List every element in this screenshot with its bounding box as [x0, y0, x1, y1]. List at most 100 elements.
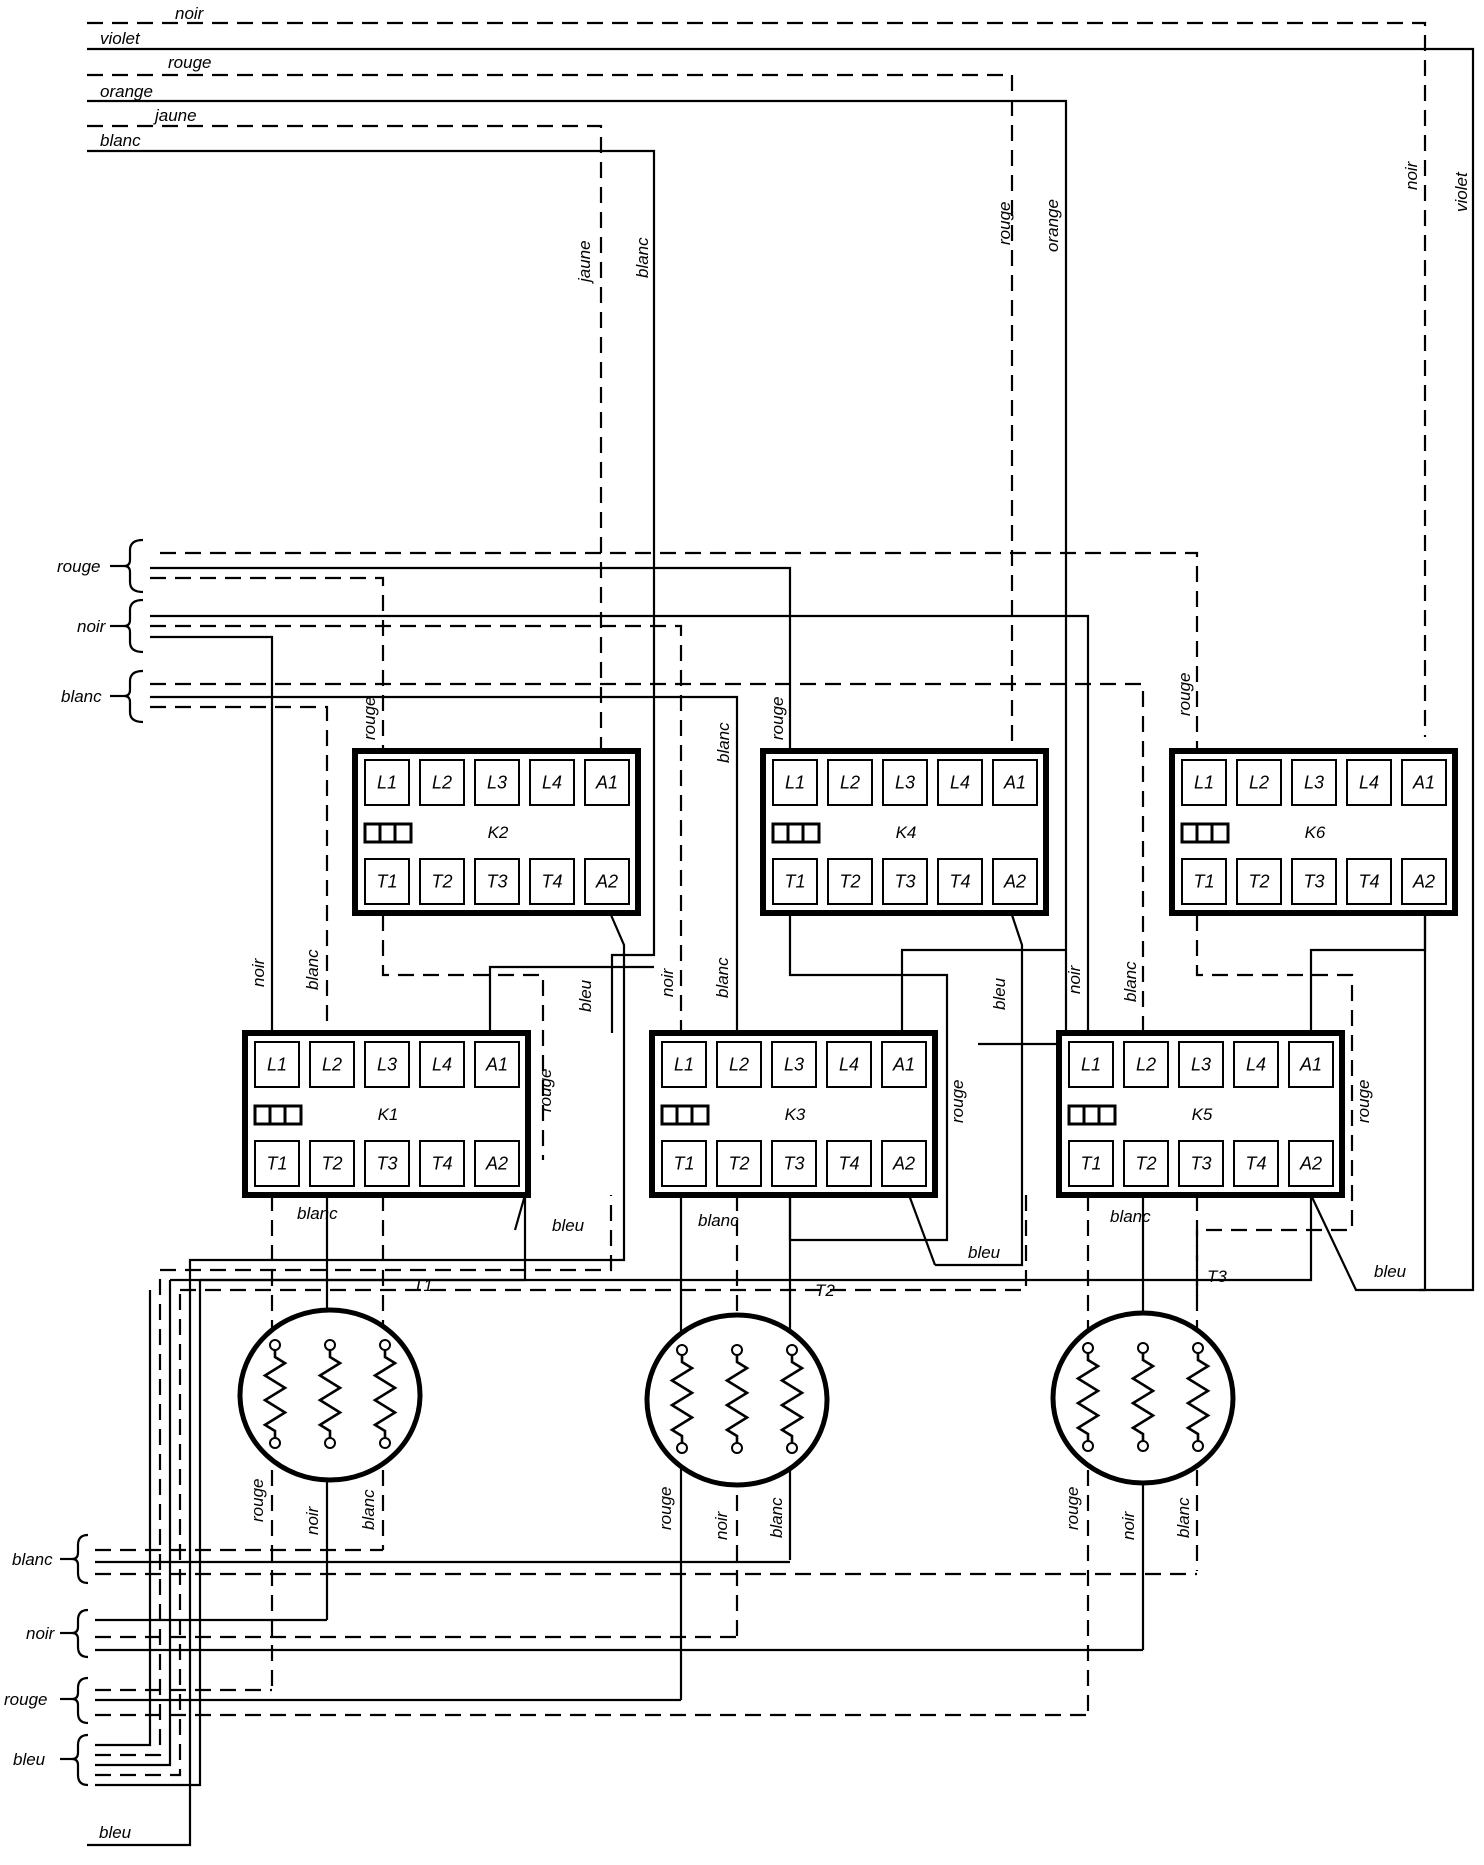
- winding-coil-icon: [262, 1339, 288, 1449]
- motor-3: [1050, 1310, 1236, 1486]
- terminal-k5-l4: L4: [1233, 1041, 1279, 1088]
- terminal-k6-l2: L2: [1236, 759, 1282, 806]
- vlabel-m2-blanc: blanc: [767, 1497, 786, 1538]
- contactor-label: K4: [896, 823, 917, 842]
- vlabel-rouge-k5: rouge: [1354, 1080, 1373, 1123]
- terminal-k1-t4: T4: [419, 1140, 465, 1187]
- terminal-k1-l1: L1: [254, 1041, 300, 1088]
- aux-contact-icon: [660, 1104, 710, 1126]
- terminal-k6-t3: T3: [1291, 858, 1337, 905]
- group-label-rouge: rouge: [57, 557, 100, 576]
- terminal-k4-l3: L3: [882, 759, 928, 806]
- vlabel-rouge-k3: rouge: [948, 1080, 967, 1123]
- svg-text:T1: T1: [376, 872, 397, 892]
- svg-text:L3: L3: [784, 1055, 804, 1075]
- terminal-k2-t4: T4: [529, 858, 575, 905]
- terminal-k6-a2: A2: [1401, 858, 1447, 905]
- terminal-k3-a1: A1: [881, 1041, 927, 1088]
- svg-text:L3: L3: [895, 773, 915, 793]
- svg-text:L1: L1: [674, 1055, 694, 1075]
- terminal-k5-t1: T1: [1068, 1140, 1114, 1187]
- svg-text:A1: A1: [1003, 773, 1026, 793]
- contactor-label: K1: [378, 1105, 399, 1124]
- vlabel-m1-rouge: rouge: [248, 1479, 267, 1522]
- winding-coil-icon: [1185, 1342, 1211, 1452]
- svg-text:T1: T1: [266, 1154, 287, 1174]
- terminal-k4-t3: T3: [882, 858, 928, 905]
- terminal-k4-l1: L1: [772, 759, 818, 806]
- svg-text:L2: L2: [840, 773, 860, 793]
- svg-text:T1: T1: [673, 1154, 694, 1174]
- wire-label-violet: violet: [100, 29, 141, 48]
- timer-label-t1: T1: [413, 1276, 433, 1295]
- group-label-noir: noir: [77, 617, 107, 636]
- winding-coil-icon: [1130, 1342, 1156, 1452]
- svg-text:T2: T2: [431, 872, 452, 892]
- terminal-k2-l2: L2: [419, 759, 465, 806]
- terminal-k6-l3: L3: [1291, 759, 1337, 806]
- svg-text:L4: L4: [1246, 1055, 1266, 1075]
- aux-contact-icon: [771, 822, 821, 844]
- vlabel-m3-blanc: blanc: [1174, 1497, 1193, 1538]
- svg-text:L4: L4: [1359, 773, 1379, 793]
- svg-text:L4: L4: [432, 1055, 452, 1075]
- bottom-label-bleu: bleu: [99, 1823, 132, 1842]
- terminal-k2-a2: A2: [584, 858, 630, 905]
- terminal-k5-t4: T4: [1233, 1140, 1279, 1187]
- svg-text:A2: A2: [485, 1154, 508, 1174]
- terminal-k5-a1: A1: [1288, 1041, 1334, 1088]
- terminal-k6-t1: T1: [1181, 858, 1227, 905]
- svg-text:L4: L4: [542, 773, 562, 793]
- winding-coil-icon: [724, 1344, 750, 1454]
- lower-group-label-noir: noir: [26, 1624, 56, 1643]
- svg-text:L3: L3: [1191, 1055, 1211, 1075]
- svg-text:A1: A1: [485, 1055, 508, 1075]
- terminal-k1-l4: L4: [419, 1041, 465, 1088]
- svg-text:L3: L3: [1304, 773, 1324, 793]
- vlabel-m2-rouge: rouge: [656, 1487, 675, 1530]
- terminal-k2-t2: T2: [419, 858, 465, 905]
- winding-coil-icon: [1075, 1342, 1101, 1452]
- terminal-k1-t1: T1: [254, 1140, 300, 1187]
- terminal-k1-l2: L2: [309, 1041, 355, 1088]
- aux-contact-icon: [1067, 1104, 1117, 1126]
- svg-text:A1: A1: [1299, 1055, 1322, 1075]
- wire-label-jaune: jaune: [153, 106, 197, 125]
- upper-bus-wires: [150, 551, 1199, 1033]
- inter-wiring: [87, 914, 1427, 1847]
- vertical-labels: jaune blanc rouge orange noir violet rou…: [248, 160, 1471, 1540]
- terminal-k2-t1: T1: [364, 858, 410, 905]
- terminal-k4-l2: L2: [827, 759, 873, 806]
- motor-1: [237, 1307, 423, 1483]
- group-label-blanc: blanc: [61, 687, 102, 706]
- terminal-k5-a2: A2: [1288, 1140, 1334, 1187]
- terminal-k3-t1: T1: [661, 1140, 707, 1187]
- motor-2: [644, 1312, 830, 1488]
- label-blanc-k1: blanc: [297, 1204, 338, 1223]
- terminal-k2-l1: L1: [364, 759, 410, 806]
- lower-left-brackets: blanc noir rouge bleu bleu: [4, 1270, 1197, 1842]
- terminal-k3-t4: T4: [826, 1140, 872, 1187]
- vlabel-blanc-k5: blanc: [1121, 961, 1140, 1002]
- svg-text:A1: A1: [595, 773, 618, 793]
- svg-text:L2: L2: [432, 773, 452, 793]
- contactor-label: K5: [1192, 1105, 1213, 1124]
- terminal-k5-l3: L3: [1178, 1041, 1224, 1088]
- terminal-k4-t2: T2: [827, 858, 873, 905]
- vlabel-rouge-k2: rouge: [360, 697, 379, 740]
- svg-text:L1: L1: [267, 1055, 287, 1075]
- winding-coil-icon: [317, 1339, 343, 1449]
- winding-coil-icon: [779, 1344, 805, 1454]
- svg-text:T1: T1: [1080, 1154, 1101, 1174]
- terminal-k5-t3: T3: [1178, 1140, 1224, 1187]
- svg-text:L1: L1: [377, 773, 397, 793]
- vlabel-rouge-k4: rouge: [768, 697, 787, 740]
- vlabel-m2-noir: noir: [712, 1510, 731, 1540]
- aux-contact-icon: [253, 1104, 303, 1126]
- vlabel-rouge: rouge: [995, 202, 1014, 245]
- terminal-k5-t2: T2: [1123, 1140, 1169, 1187]
